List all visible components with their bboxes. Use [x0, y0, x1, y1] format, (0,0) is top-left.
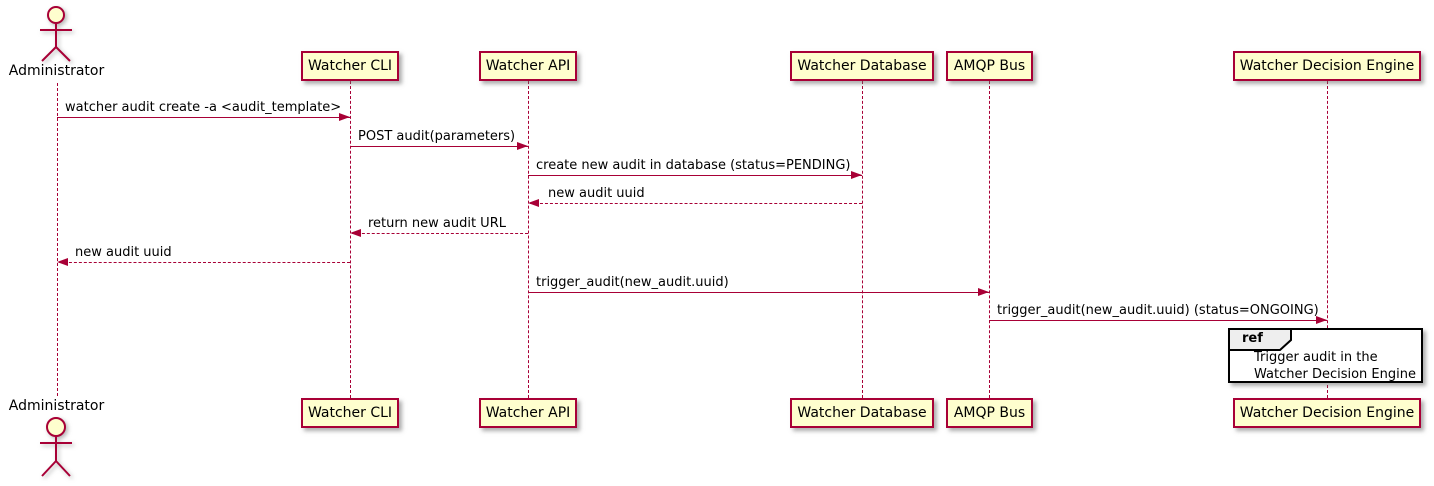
arrowhead-right-icon — [339, 113, 350, 121]
ref-content-line: Watcher Decision Engine — [1254, 367, 1416, 382]
participant-amqp-bus-top: AMQP Bus — [946, 51, 1033, 81]
participant-watcher-database-bottom: Watcher Database — [790, 398, 934, 428]
arrowhead-left-icon — [528, 199, 539, 207]
lifeline-watcher-cli — [349, 81, 351, 398]
participant-watcher-cli-bottom: Watcher CLI — [301, 398, 399, 428]
actor-label-administrator-bottom: Administrator — [8, 398, 105, 414]
lifeline-watcher-database — [861, 81, 863, 398]
ref-fragment: ref Trigger audit in the Watcher Decisio… — [1228, 328, 1423, 383]
message-label: new audit uuid — [75, 245, 172, 260]
message-line — [350, 146, 528, 147]
lifeline-amqp-bus — [988, 81, 990, 398]
arrowhead-right-icon — [851, 171, 862, 179]
administrator-actor-icon — [40, 6, 72, 62]
message-line — [530, 203, 862, 204]
arrowhead-right-icon — [978, 288, 989, 296]
arrowhead-left-icon — [350, 229, 361, 237]
message-label: POST audit(parameters) — [358, 129, 516, 144]
participant-watcher-cli-top: Watcher CLI — [301, 51, 399, 81]
message-line — [528, 175, 862, 176]
message-label: watcher audit create -a <audit_template> — [65, 100, 342, 115]
participant-watcher-decision-engine-top: Watcher Decision Engine — [1233, 51, 1421, 81]
message-label: return new audit URL — [368, 216, 506, 231]
ref-keyword: ref — [1242, 331, 1263, 346]
message-label: new audit uuid — [548, 186, 645, 201]
message-line — [352, 233, 528, 234]
message-line — [989, 320, 1327, 321]
arrowhead-right-icon — [1316, 316, 1327, 324]
participant-amqp-bus-bottom: AMQP Bus — [946, 398, 1033, 428]
arrowhead-left-icon — [57, 258, 68, 266]
message-label: trigger_audit(new_audit.uuid) — [536, 275, 729, 290]
ref-content: Trigger audit in the Watcher Decision En… — [1254, 349, 1416, 383]
ref-content-line: Trigger audit in the — [1254, 350, 1378, 365]
message-line — [57, 117, 350, 118]
arrowhead-right-icon — [517, 142, 528, 150]
lifeline-administrator — [56, 83, 58, 396]
participant-watcher-decision-engine-bottom: Watcher Decision Engine — [1233, 398, 1421, 428]
participant-watcher-database-top: Watcher Database — [790, 51, 934, 81]
participant-watcher-api-top: Watcher API — [479, 51, 577, 81]
ref-header-pentagon-icon — [1228, 328, 1292, 351]
actor-label-administrator-top: Administrator — [8, 63, 105, 79]
message-line — [59, 262, 350, 263]
message-line — [528, 292, 989, 293]
administrator-actor-icon — [40, 417, 72, 477]
lifeline-watcher-api — [527, 81, 529, 398]
message-label: trigger_audit(new_audit.uuid) (status=ON… — [997, 303, 1319, 318]
lifeline-watcher-decision-engine — [1326, 81, 1328, 398]
message-label: create new audit in database (status=PEN… — [536, 158, 851, 173]
participant-watcher-api-bottom: Watcher API — [479, 398, 577, 428]
